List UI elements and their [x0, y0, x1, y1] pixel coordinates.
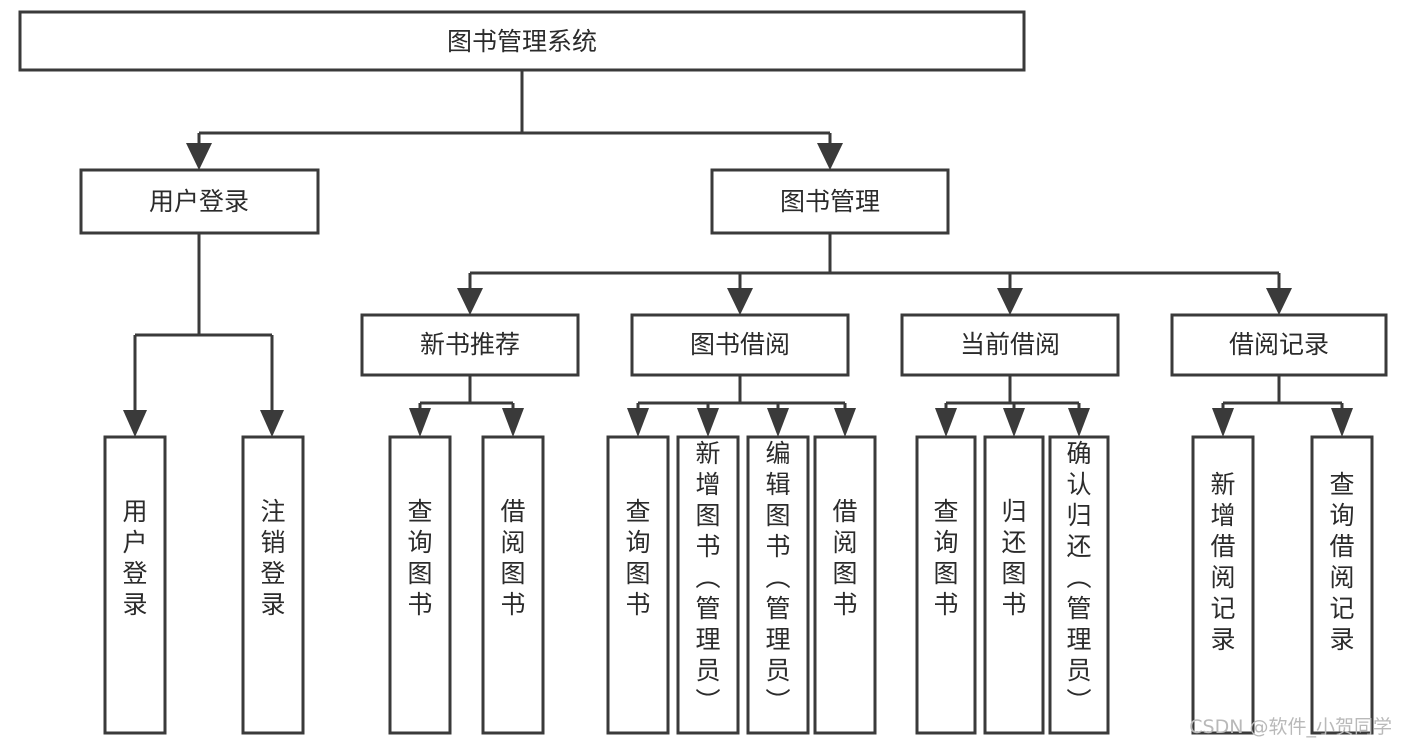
node-leaf-add-record[interactable]: 新增借阅记录 [1191, 435, 1255, 735]
node-leaf-user-login-box[interactable] [103, 435, 167, 735]
node-book-manage[interactable]: 图书管理 [710, 168, 950, 235]
node-current-borrow-box[interactable] [900, 313, 1120, 377]
node-leaf-add-record-label: 新增借阅记录 [1210, 470, 1235, 654]
node-leaf-query-book-2-label: 查询图书 [625, 497, 650, 619]
node-leaf-borrow-book-1-box[interactable] [481, 435, 545, 735]
csdn-watermark: CSDN @软件_小贺同学 [1189, 716, 1392, 738]
node-leaf-query-book-1-box[interactable] [388, 435, 452, 735]
node-borrow-record-box[interactable] [1170, 313, 1388, 377]
arrowhead-leaf-confirm-return [1068, 408, 1090, 437]
node-leaf-user-logout-label: 注销登录 [260, 497, 285, 619]
node-leaf-edit-book[interactable]: 编辑图书︵管理员︶ [746, 435, 810, 735]
node-leaf-query-book-3-box[interactable] [915, 435, 977, 735]
node-user-login[interactable]: 用户登录 [79, 168, 320, 235]
arrowhead-leaf-query-book-2 [627, 408, 649, 437]
node-borrow-record-label: 借阅记录 [1229, 330, 1329, 359]
arrowhead-leaf-add-record [1212, 408, 1234, 437]
node-leaf-confirm-return-box[interactable] [1048, 435, 1110, 735]
node-root-box[interactable] [18, 10, 1026, 72]
arrowhead-user-login [186, 143, 212, 170]
arrowhead-leaf-return-book [1003, 408, 1025, 437]
node-leaf-add-book-label: 新增图书︵管理员︶ [695, 439, 720, 716]
arrowhead-leaf-borrow-book-1 [502, 408, 524, 437]
arrowhead-leaf-query-record [1331, 408, 1353, 437]
node-leaf-borrow-book-2-box[interactable] [813, 435, 877, 735]
arrowhead-current-borrow [997, 288, 1023, 315]
node-leaf-return-book-label: 归还图书 [1001, 497, 1026, 619]
node-leaf-user-logout[interactable]: 注销登录 [241, 435, 305, 735]
arrowhead-book-borrow [727, 288, 753, 315]
node-leaf-add-record-box[interactable] [1191, 435, 1255, 735]
node-leaf-edit-book-label: 编辑图书︵管理员︶ [765, 439, 790, 716]
node-current-borrow[interactable]: 当前借阅 [900, 313, 1120, 377]
node-leaf-edit-book-box[interactable] [746, 435, 810, 735]
node-user-login-box[interactable] [79, 168, 320, 235]
node-book-manage-label: 图书管理 [780, 187, 880, 216]
arrowhead-leaf-add-book [697, 408, 719, 437]
node-leaf-return-book[interactable]: 归还图书 [983, 435, 1045, 735]
node-leaf-query-book-1-label: 查询图书 [407, 497, 432, 619]
node-book-manage-box[interactable] [710, 168, 950, 235]
node-leaf-query-record[interactable]: 查询借阅记录 [1310, 435, 1374, 735]
node-leaf-query-book-1[interactable]: 查询图书 [388, 435, 452, 735]
arrowhead-borrow-record [1266, 288, 1292, 315]
node-leaf-user-login[interactable]: 用户登录 [103, 435, 167, 735]
node-book-borrow-box[interactable] [630, 313, 850, 377]
arrowhead-leaf-query-book-1 [409, 408, 431, 437]
arrowhead-leaf-user-logout [260, 410, 284, 437]
node-leaf-add-book[interactable]: 新增图书︵管理员︶ [676, 435, 740, 735]
node-leaf-borrow-book-1[interactable]: 借阅图书 [481, 435, 545, 735]
node-leaf-confirm-return[interactable]: 确认归还︵管理员︶ [1048, 435, 1110, 735]
node-new-book-rec-label: 新书推荐 [420, 330, 520, 359]
node-leaf-borrow-book-2-label: 借阅图书 [832, 497, 857, 619]
node-leaf-query-book-2-box[interactable] [606, 435, 670, 735]
node-leaf-borrow-book-2[interactable]: 借阅图书 [813, 435, 877, 735]
node-root[interactable]: 图书管理系统 [18, 10, 1026, 72]
node-borrow-record[interactable]: 借阅记录 [1170, 313, 1388, 377]
node-new-book-rec-box[interactable] [360, 313, 580, 377]
node-root-label: 图书管理系统 [447, 27, 597, 56]
node-leaf-add-book-box[interactable] [676, 435, 740, 735]
node-leaf-confirm-return-label: 确认归还︵管理员︶ [1066, 439, 1091, 716]
node-leaf-query-book-2[interactable]: 查询图书 [606, 435, 670, 735]
arrowhead-leaf-query-book-3 [935, 408, 957, 437]
node-leaf-user-logout-box[interactable] [241, 435, 305, 735]
arrowhead-book-manage [817, 143, 843, 170]
arrowhead-leaf-edit-book [767, 408, 789, 437]
node-leaf-user-login-label: 用户登录 [122, 497, 147, 619]
node-leaf-query-record-label: 查询借阅记录 [1329, 470, 1354, 654]
leaf-layer: 用户登录 注销登录 查询图书 借阅图书 查询图书 新增图书︵管理员︶ [103, 435, 1374, 735]
node-leaf-borrow-book-1-label: 借阅图书 [500, 497, 525, 619]
node-new-book-rec[interactable]: 新书推荐 [360, 313, 580, 377]
node-current-borrow-label: 当前借阅 [960, 330, 1060, 359]
node-leaf-query-book-3-label: 查询图书 [933, 497, 958, 619]
node-leaf-return-book-box[interactable] [983, 435, 1045, 735]
node-user-login-label: 用户登录 [149, 187, 249, 216]
arrowhead-leaf-borrow-book-2 [834, 408, 856, 437]
node-leaf-query-record-box[interactable] [1310, 435, 1374, 735]
node-book-borrow[interactable]: 图书借阅 [630, 313, 850, 377]
arrowhead-leaf-user-login [123, 410, 147, 437]
arrowhead-layer [123, 143, 1353, 437]
arrowhead-new-book-rec [457, 288, 483, 315]
node-leaf-query-book-3[interactable]: 查询图书 [915, 435, 977, 735]
node-book-borrow-label: 图书借阅 [690, 330, 790, 359]
